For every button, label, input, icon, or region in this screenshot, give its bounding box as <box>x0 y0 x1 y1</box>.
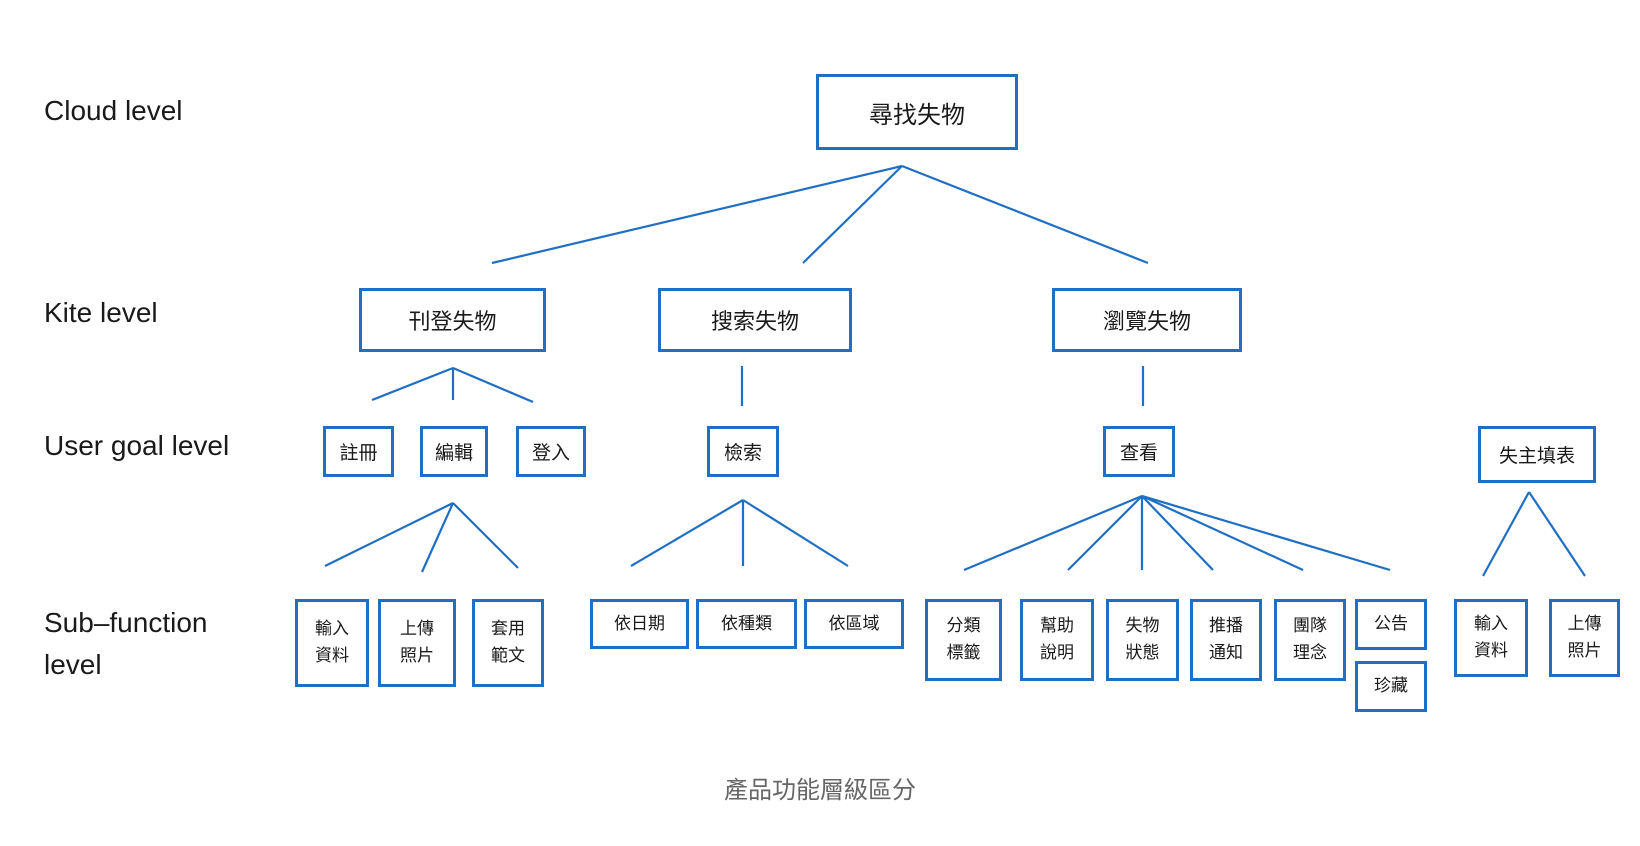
connector <box>452 366 534 404</box>
node-label: 尋找失物 <box>869 100 965 129</box>
node-label: 失物 狀態 <box>1125 616 1160 663</box>
connector <box>963 494 1143 572</box>
node-sub-announcement: 公告 <box>1355 599 1427 650</box>
node-sub-collection: 珍藏 <box>1355 661 1427 712</box>
node-root: 尋找失物 <box>816 74 1018 150</box>
node-goal-edit: 編輯 <box>420 426 488 477</box>
node-sub-by-area: 依區域 <box>804 599 904 649</box>
node-label: 推播 通知 <box>1209 616 1243 663</box>
node-label: 檢索 <box>723 442 762 464</box>
node-goal-view: 查看 <box>1103 426 1175 477</box>
node-label: 查看 <box>1119 442 1158 464</box>
node-label: 註冊 <box>339 442 378 464</box>
diagram-caption: 產品功能層級區分 <box>724 776 916 804</box>
connector <box>1482 491 1530 577</box>
node-sub-item-status: 失物 狀態 <box>1106 599 1179 681</box>
node-label: 瀏覽失物 <box>1102 310 1191 335</box>
node-kite-post: 刊登失物 <box>359 288 546 352</box>
node-label: 失主填表 <box>1498 445 1575 467</box>
node-label: 依種類 <box>721 613 772 634</box>
node-goal-login: 登入 <box>516 426 586 477</box>
node-kite-search: 搜索失物 <box>658 288 852 352</box>
node-label: 幫助 說明 <box>1040 616 1074 663</box>
connector <box>1528 491 1586 577</box>
node-sub-by-type: 依種類 <box>696 599 797 649</box>
node-sub-team-vision: 團隊 理念 <box>1274 599 1346 681</box>
connector <box>491 164 903 265</box>
connector <box>630 499 744 567</box>
node-sub-help: 幫助 說明 <box>1020 599 1094 681</box>
level-label-sub-function: Sub–function level <box>44 607 208 680</box>
node-sub-owner-upload-photo: 上傳 照片 <box>1549 599 1620 677</box>
connector <box>1067 495 1143 571</box>
node-sub-push-notify: 推播 通知 <box>1190 599 1262 681</box>
node-goal-owner-form: 失主填表 <box>1478 426 1596 483</box>
node-label: 團隊 理念 <box>1293 616 1327 663</box>
connector <box>371 366 454 402</box>
connector <box>1141 494 1391 572</box>
node-label: 登入 <box>531 442 570 464</box>
node-label: 輸入 資料 <box>315 619 349 666</box>
node-label: 編輯 <box>434 442 473 464</box>
connector <box>324 502 454 567</box>
node-label: 依區域 <box>828 613 880 634</box>
connector <box>452 502 519 569</box>
node-label: 上傳 照片 <box>400 619 434 666</box>
node-goal-query: 檢索 <box>707 426 779 477</box>
connector <box>420 502 455 573</box>
node-sub-apply-template: 套用 範文 <box>472 599 544 687</box>
node-label: 套用 範文 <box>491 619 525 666</box>
connector <box>901 164 1149 265</box>
node-label: 公告 <box>1374 614 1408 634</box>
connector <box>742 499 849 567</box>
node-label: 依日期 <box>614 613 665 634</box>
level-label-user-goal: User goal level <box>44 430 230 461</box>
node-sub-input-data: 輸入 資料 <box>295 599 369 687</box>
node-label: 上傳 照片 <box>1567 614 1602 661</box>
node-sub-category-tags: 分類 標籤 <box>925 599 1002 681</box>
node-goal-register: 註冊 <box>323 426 394 477</box>
level-label-cloud: Cloud level <box>44 95 183 126</box>
connector <box>802 165 903 264</box>
level-label-kite: Kite level <box>44 297 158 328</box>
connector <box>1141 495 1214 571</box>
node-label: 珍藏 <box>1374 676 1408 696</box>
node-label: 搜索失物 <box>710 310 799 335</box>
node-sub-upload-photo: 上傳 照片 <box>378 599 456 687</box>
node-label: 分類 標籤 <box>946 616 981 663</box>
node-label: 刊登失物 <box>408 310 497 335</box>
connector <box>1141 495 1304 571</box>
node-sub-by-date: 依日期 <box>590 599 689 649</box>
node-label: 輸入 資料 <box>1474 614 1508 661</box>
node-sub-owner-input-data: 輸入 資料 <box>1454 599 1528 677</box>
node-kite-browse: 瀏覽失物 <box>1052 288 1242 352</box>
